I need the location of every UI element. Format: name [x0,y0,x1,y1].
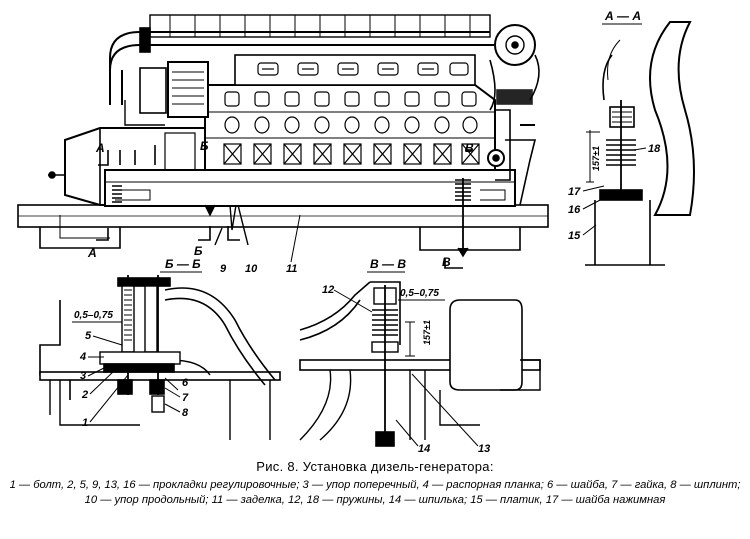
longitudinal-stop [214,204,249,246]
legend-item: 1 — болт, 2, 5, 9, 13, 16 — прокладки ре… [9,479,300,491]
label-10: 10 [245,263,258,275]
label-12: 12 [322,284,334,296]
crankcase [104,169,516,207]
legend-item: 15 — платик, [470,493,543,506]
section-aa-title: А — А [604,9,641,23]
filter-unit [124,61,209,126]
section-vv-labels: В — В 0,5–0,75 157±1 12 14 13 [322,257,490,455]
frame-beams [17,204,549,251]
legend-item: 11 — заделка, [211,493,285,506]
main-view-labels: А А Б Б В В 9 10 11 [87,139,474,275]
label-9: 9 [220,263,227,275]
technical-drawing: А А Б Б В В 9 10 11 А — А 157±1 18 17 16… [17,9,695,455]
legend-item: 6 — шайба, [546,479,608,491]
label-2: 2 [81,389,88,401]
gap-vv: 0,5–0,75 [400,288,439,299]
legend-item: 4 — распорная планка; [422,479,544,491]
label-15: 15 [568,230,581,242]
label-14: 14 [418,443,430,455]
section-aa-view [585,21,695,266]
section-vv-title: В — В [370,257,406,271]
top-manifold [109,14,540,111]
main-springs [112,178,471,258]
right-end-accessories [487,109,537,206]
dim-157-vv: 157±1 [422,320,432,345]
mark-v-lower: В [442,255,451,269]
section-marks [96,149,472,269]
label-11: 11 [286,263,297,275]
label-1: 1 [82,417,88,429]
section-bb-title: Б — Б [165,257,201,271]
mark-b-left: Б [194,244,203,258]
figure-legend: 1 — болт, 2, 5, 9, 13, 16 — прокладки ре… [6,478,744,507]
mark-v-upper: В [465,141,474,155]
figure-title: Рис. 8. Установка дизель-генератора: [256,459,494,474]
legend-item: 14 — шпилька; [388,493,468,506]
legend-item: 12, 18 — пружины, [288,493,386,506]
mark-a-upper: А [95,141,105,155]
figure-caption: Рис. 8. Установка дизель-генератора: [0,458,750,476]
label-6: 6 [182,377,189,389]
legend-item: 8 — шплинт; [670,479,741,491]
dim-157-aa: 157±1 [591,146,601,171]
section-bb-labels: Б — Б 0,5–0,75 5 4 3 2 1 6 7 8 [72,257,202,429]
label-18: 18 [648,143,661,155]
label-5: 5 [85,330,92,342]
legend-item: 17 — шайба нажимная [545,493,666,506]
label-16: 16 [568,204,581,216]
legend-item: 7 — гайка, [611,479,668,491]
cylinder-block [204,84,496,171]
engine-elevation-view [17,14,549,269]
section-bb-view [39,275,281,440]
legend-item: 10 — упор продольный; [84,493,209,506]
label-13: 13 [478,443,490,455]
label-3: 3 [80,370,86,382]
gap-bb: 0,5–0,75 [74,310,113,321]
section-vv-view [299,281,541,447]
label-17: 17 [568,186,581,198]
label-8: 8 [182,407,189,419]
label-7: 7 [182,392,189,404]
label-4: 4 [79,351,86,363]
mark-a-lower: А [87,246,97,260]
section-aa-labels: А — А 157±1 18 17 16 15 [568,9,661,242]
mark-b-upper: Б [200,139,209,153]
legend-item: 3 — упор поперечный, [302,479,420,491]
